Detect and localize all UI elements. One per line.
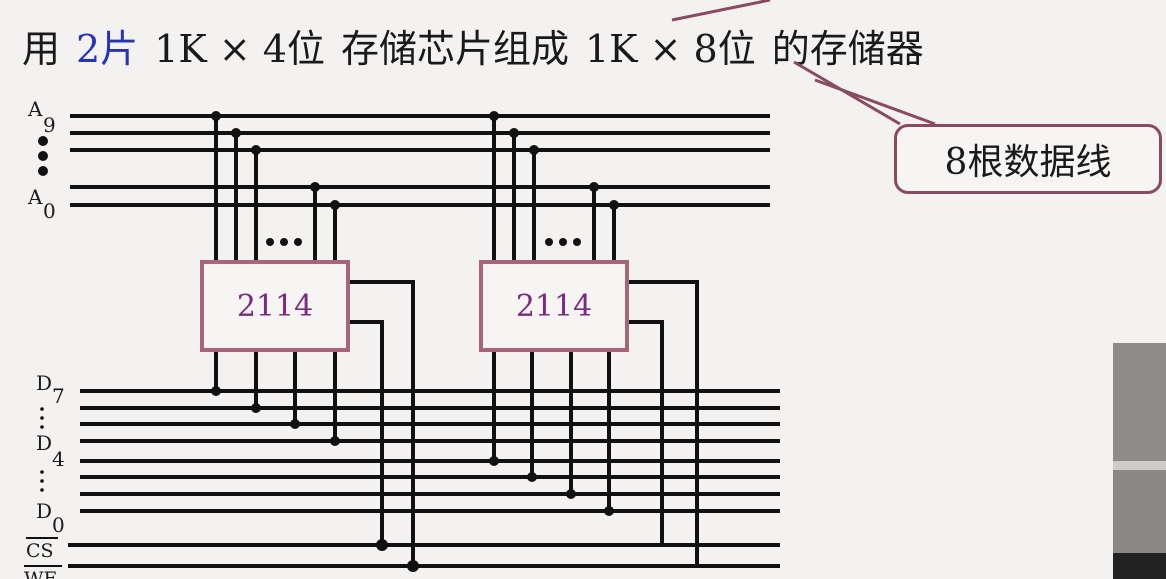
label-a9-sub: 9 (43, 113, 56, 137)
callout-pointer (793, 60, 936, 126)
address-bus (70, 114, 770, 207)
title-chip-spec: 1K × 4位 (154, 27, 325, 71)
data-label-vertical-dots (40, 407, 44, 492)
chip2-pin-ellipsis (545, 238, 581, 246)
label-d4-sub: 4 (52, 447, 65, 471)
data-bus (68, 389, 780, 568)
title-mid: 存储芯片组成 (340, 27, 569, 71)
chip-1-label: 2114 (237, 289, 313, 324)
label-d4: D (36, 431, 52, 455)
label-we: WE (24, 568, 57, 579)
chip1-wiring (214, 116, 415, 566)
address-ellipsis-dots (38, 136, 48, 176)
label-d7: D (36, 371, 52, 395)
label-a0: A (27, 185, 43, 209)
chip1-pin-ellipsis (266, 238, 302, 246)
label-d0: D (36, 499, 52, 523)
title-count: 2片 (76, 27, 139, 71)
top-callout-pointer (671, 0, 771, 22)
label-a0-sub: 0 (43, 199, 56, 223)
chip-2114-1: 2114 (200, 260, 350, 352)
callout-text: 8根数据线 (944, 142, 1112, 183)
chip2-wiring (492, 116, 699, 566)
data-lines-callout: 8根数据线 (894, 124, 1162, 194)
chip-2114-2: 2114 (479, 260, 629, 352)
chip-2-label: 2114 (516, 289, 592, 324)
signal-labels: A 9 A 0 D 7 D 4 D 0 CS WE (24, 97, 65, 579)
label-d7-sub: 7 (52, 384, 65, 408)
label-d0-sub: 0 (52, 513, 65, 537)
chip2-junctions (489, 111, 619, 516)
chip1-junctions (211, 111, 419, 572)
title-target-spec: 1K × 8位 (584, 27, 756, 71)
label-a9: A (27, 97, 43, 121)
presenter-video-edge (1113, 343, 1166, 579)
title-prefix: 用 (22, 27, 61, 71)
label-cs: CS (26, 540, 54, 562)
